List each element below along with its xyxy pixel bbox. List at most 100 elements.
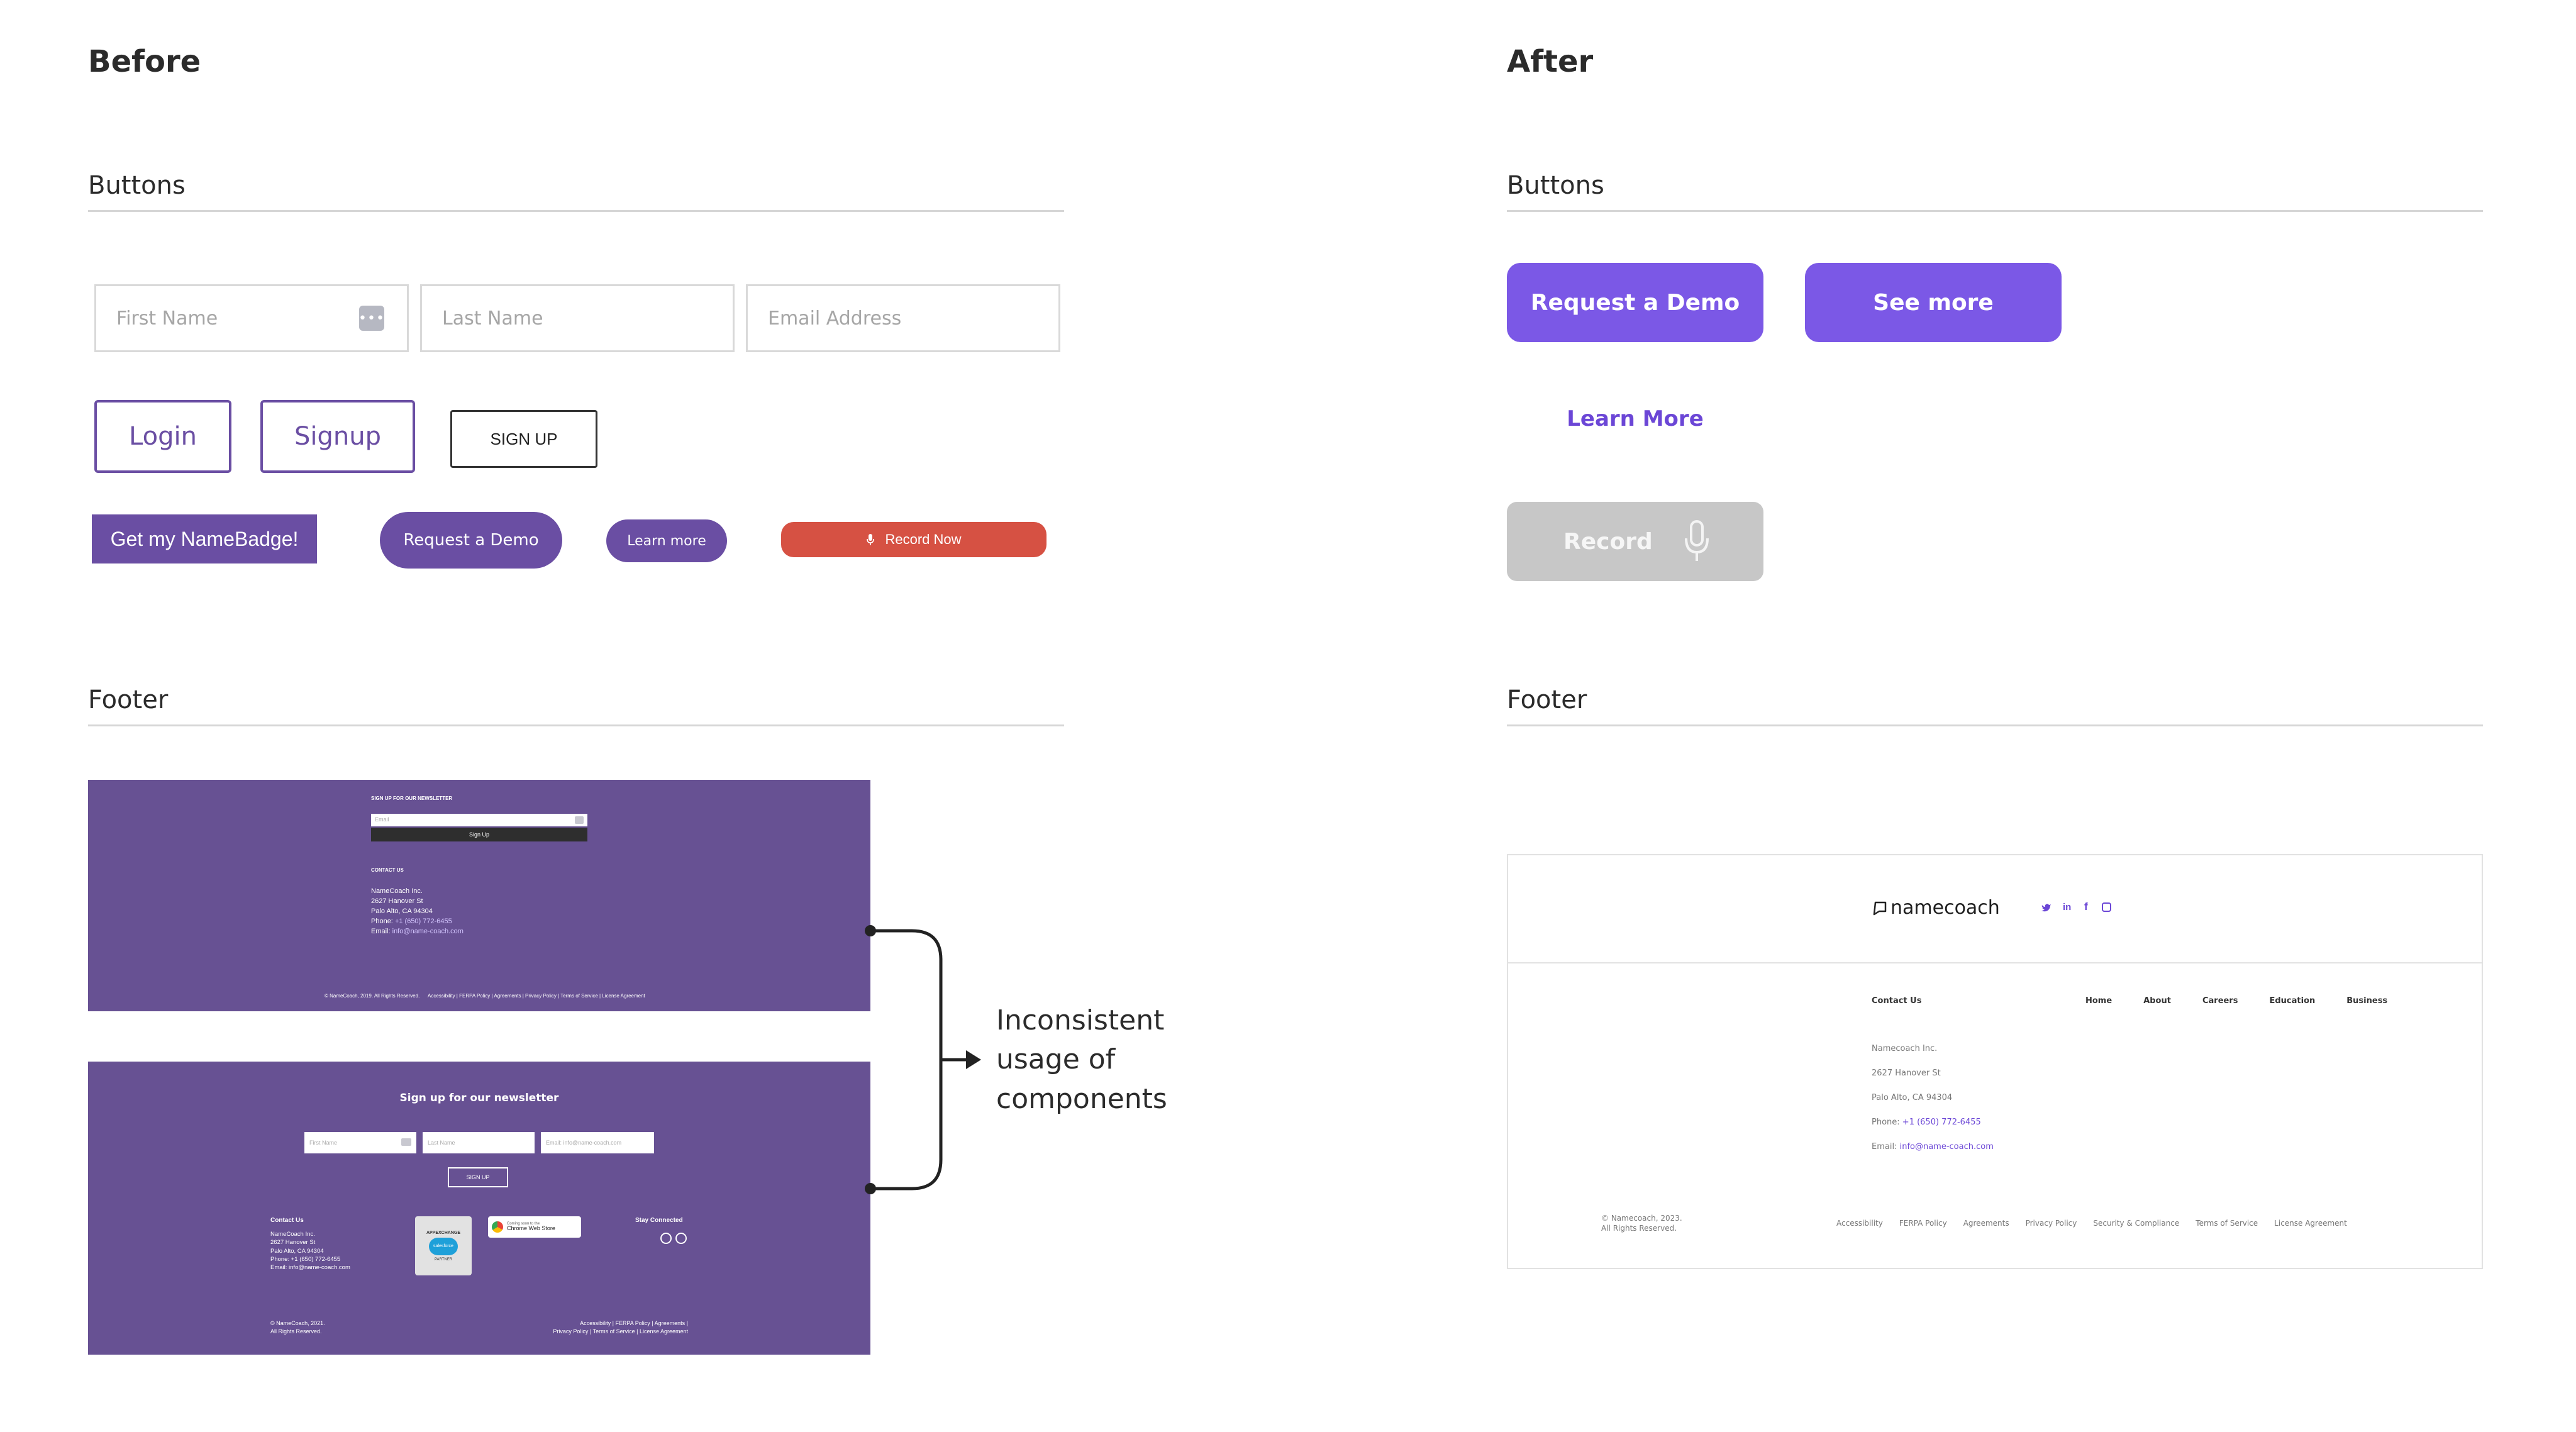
before-footer-heading: Footer — [88, 685, 169, 714]
email-label: Email: — [371, 927, 391, 935]
email-link[interactable]: info@name-coach.com — [1899, 1142, 1994, 1152]
nav-education[interactable]: Education — [2269, 996, 2316, 1006]
social-icon-2[interactable] — [675, 1233, 687, 1244]
email-line[interactable]: Email: info@name-coach.com — [270, 1264, 350, 1272]
first-name-placeholder: First Name — [309, 1140, 338, 1146]
street: 2627 Hanover St — [270, 1239, 316, 1246]
street: 2627 Hanover St — [371, 897, 423, 905]
password-manager-icon — [575, 816, 584, 824]
twitter-icon[interactable] — [2041, 903, 2051, 912]
signup-button[interactable]: Signup — [260, 400, 415, 473]
newsletter-last-name-input[interactable]: Last Name — [423, 1132, 535, 1153]
brand-name: namecoach — [1890, 897, 2000, 919]
link-security-compliance[interactable]: Security & Compliance — [2093, 1219, 2180, 1228]
email-input[interactable]: Email Address — [746, 284, 1060, 352]
legal-links-line-1[interactable]: Accessibility | FERPA Policy | Agreement… — [580, 1320, 688, 1326]
email-line: Email: info@name-coach.com — [1872, 1135, 1994, 1159]
linkedin-icon[interactable]: in — [2063, 902, 2072, 913]
city: Palo Alto, CA 94304 — [1872, 1093, 1953, 1102]
company-name: NameCoach Inc. — [270, 1231, 315, 1238]
legal-links: Accessibility FERPA Policy Agreements Pr… — [1836, 1219, 2347, 1228]
annotation-line-2: usage of — [996, 1043, 1116, 1076]
new-footer: namecoach in f Contact Us Home About Car… — [1507, 854, 2483, 1269]
copyright-line-2: All Rights Reserved. — [270, 1328, 322, 1335]
newsletter-first-name-input[interactable]: First Name — [304, 1132, 416, 1153]
link-agreements[interactable]: Agreements — [1963, 1219, 2009, 1228]
badge-bottom-text: PARTNER — [434, 1257, 453, 1262]
contact-heading: Contact Us — [1872, 996, 1922, 1006]
first-name-input[interactable]: First Name ••• — [94, 284, 409, 352]
newsletter-signup-button[interactable]: SIGN UP — [448, 1167, 508, 1187]
copyright-line-2: All Rights Reserved. — [1601, 1223, 1677, 1233]
microphone-icon — [867, 534, 875, 545]
after-footer-divider — [1507, 724, 2483, 726]
after-title: After — [1507, 44, 1594, 79]
password-manager-icon — [401, 1138, 411, 1146]
phone-label: Phone: — [371, 917, 393, 925]
nav-home[interactable]: Home — [2085, 996, 2112, 1006]
password-manager-icon[interactable]: ••• — [358, 306, 384, 331]
link-terms-of-service[interactable]: Terms of Service — [2196, 1219, 2258, 1228]
last-name-placeholder: Last Name — [442, 307, 543, 330]
copyright: © NameCoach, 2019. All Rights Reserved. — [325, 993, 420, 999]
footer-brand[interactable]: namecoach — [1872, 897, 2000, 919]
facebook-icon[interactable]: f — [2084, 901, 2088, 913]
record-now-button[interactable]: Record Now — [781, 522, 1046, 557]
chrome-badge-small-text: Coming soon to the — [507, 1221, 540, 1226]
last-name-placeholder: Last Name — [428, 1140, 455, 1146]
link-license-agreement[interactable]: License Agreement — [2274, 1219, 2347, 1228]
learn-more-button-old[interactable]: Learn more — [606, 519, 727, 562]
newsletter-email-input[interactable]: Email: info@name-coach.com — [541, 1132, 654, 1153]
request-demo-button-old[interactable]: Request a Demo — [380, 512, 562, 569]
appexchange-partner-badge[interactable]: APPEXCHANGE salesforce PARTNER — [415, 1216, 472, 1275]
legal-links[interactable]: Accessibility | FERPA Policy | Agreement… — [428, 993, 645, 999]
request-demo-button[interactable]: Request a Demo — [1507, 263, 1763, 342]
old-footer-2021: Sign up for our newsletter First Name La… — [88, 1062, 870, 1355]
phone-label: Phone: — [1872, 1118, 1900, 1127]
phone-line: Phone: +1 (650) 772-6455 — [1872, 1110, 1994, 1135]
copyright-line-1: © Namecoach, 2023. — [1601, 1214, 1682, 1223]
footer-divider — [1508, 962, 2482, 963]
newsletter-signup-button[interactable]: Sign Up — [371, 828, 587, 841]
last-name-input[interactable]: Last Name — [420, 284, 735, 352]
annotation-line-1: Inconsistent — [996, 1004, 1165, 1036]
nav-business[interactable]: Business — [2346, 996, 2388, 1006]
copyright-line-1: © NameCoach, 2021. — [270, 1320, 325, 1326]
newsletter-title: Sign up for our newsletter — [399, 1092, 559, 1104]
record-label: Record — [1563, 528, 1653, 555]
instagram-icon[interactable] — [2102, 902, 2111, 912]
before-buttons-divider — [88, 210, 1064, 212]
record-button[interactable]: Record — [1507, 502, 1763, 581]
street: 2627 Hanover St — [1872, 1068, 1941, 1078]
phone-line[interactable]: Phone: +1 (650) 772-6455 — [270, 1255, 341, 1263]
link-ferpa-policy[interactable]: FERPA Policy — [1899, 1219, 1947, 1228]
old-footer-2019: SIGN UP FOR OUR NEWSLETTER Email Sign Up… — [88, 780, 870, 1011]
get-namebadge-button[interactable]: Get my NameBadge! — [92, 514, 317, 563]
company-name: NameCoach Inc. — [371, 887, 423, 895]
phone-line: Phone: +1 (650) 772-6455 — [371, 917, 464, 927]
learn-more-button[interactable]: Learn More — [1567, 406, 1704, 431]
email-link[interactable]: info@name-coach.com — [392, 927, 464, 935]
before-buttons-heading: Buttons — [88, 171, 186, 200]
nav-careers[interactable]: Careers — [2202, 996, 2238, 1006]
chrome-web-store-badge[interactable]: Coming soon to the Chrome Web Store — [488, 1216, 581, 1238]
link-privacy-policy[interactable]: Privacy Policy — [2025, 1219, 2077, 1228]
chrome-icon — [492, 1221, 503, 1233]
email-line: Email: info@name-coach.com — [371, 927, 464, 937]
link-accessibility[interactable]: Accessibility — [1836, 1219, 1883, 1228]
legal-links[interactable]: Accessibility | FERPA Policy | Agreement… — [553, 1319, 688, 1335]
annotation-line-3: components — [996, 1082, 1167, 1115]
phone-link[interactable]: +1 (650) 772-6455 — [1902, 1118, 1981, 1127]
nav-about[interactable]: About — [2143, 996, 2171, 1006]
stay-connected-heading: Stay Connected — [635, 1217, 683, 1224]
contact-heading: Contact Us — [270, 1217, 304, 1224]
social-icon-1[interactable] — [660, 1233, 672, 1244]
login-button[interactable]: Login — [94, 400, 231, 473]
legal-links-line-2[interactable]: Privacy Policy | Terms of Service | Lice… — [553, 1328, 688, 1335]
sign-up-button[interactable]: SIGN UP — [450, 410, 597, 468]
newsletter-email-input[interactable]: Email — [371, 814, 587, 826]
see-more-button[interactable]: See more — [1805, 263, 2062, 342]
phone-link[interactable]: +1 (650) 772-6455 — [394, 917, 452, 925]
city: Palo Alto, CA 94304 — [371, 907, 433, 915]
email-placeholder: Email Address — [768, 307, 902, 330]
